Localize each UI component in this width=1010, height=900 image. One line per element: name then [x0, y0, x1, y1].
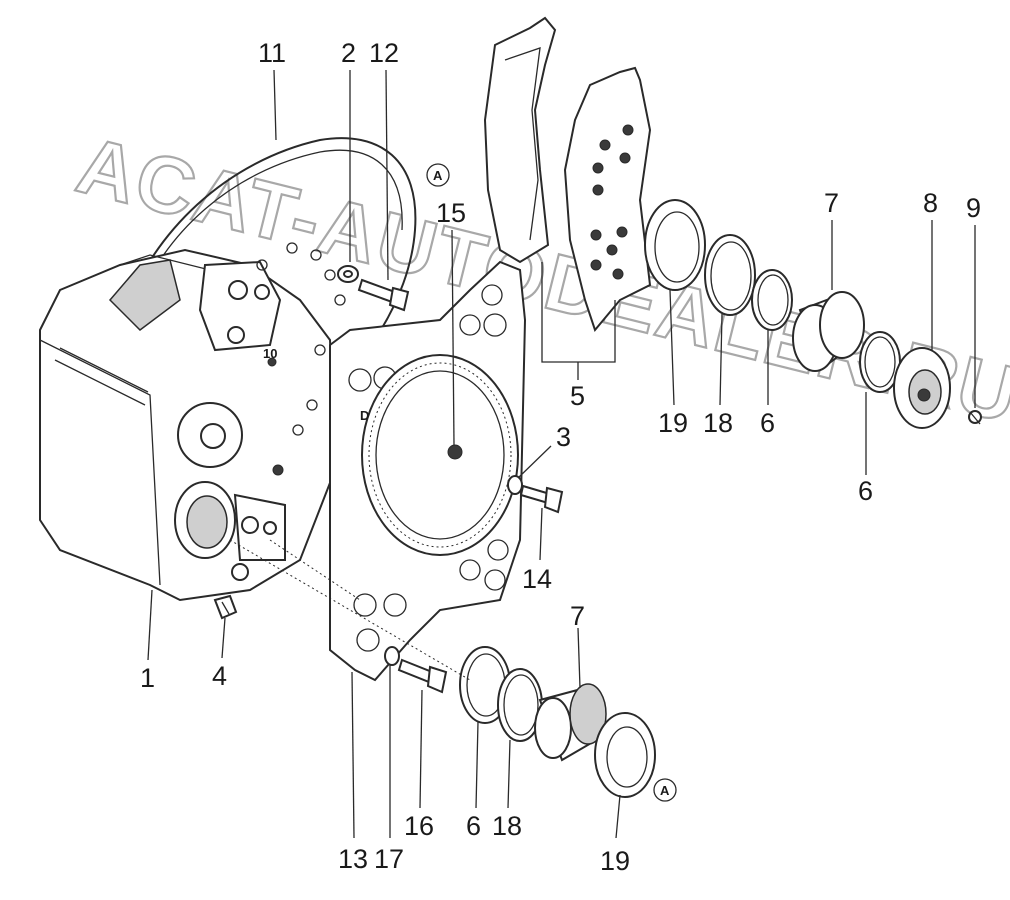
axis-line-lower: [229, 539, 471, 681]
callout-8: 8: [923, 188, 938, 218]
callout-12: 12: [369, 38, 399, 68]
callout-3: 3: [556, 422, 571, 452]
callout-6-upper-2: 6: [858, 476, 873, 506]
callout-10: 10: [263, 346, 277, 361]
callout-6-upper: 6: [760, 408, 775, 438]
svg-text:A: A: [433, 168, 443, 183]
callout-13: 13: [338, 844, 368, 874]
leader-lines: [147, 69, 976, 839]
cap-8: [893, 347, 951, 429]
callout-7-lower: 7: [570, 601, 585, 631]
callout-17: 17: [374, 844, 404, 874]
reference-mark-lower: A: [653, 778, 677, 802]
ring-6-upper-2: [859, 331, 901, 393]
brake-pad-5-left: [483, 16, 557, 264]
washer-2: [337, 265, 359, 283]
callout-9: 9: [966, 193, 981, 223]
callout-14: 14: [522, 564, 552, 594]
axis-line-lower-2: [269, 539, 361, 601]
callout-18-upper: 18: [703, 408, 733, 438]
bolt-14: [519, 484, 564, 514]
callout-16: 16: [404, 811, 434, 841]
seal-19-upper: [644, 199, 706, 291]
callout-19-lower: 19: [600, 846, 630, 876]
washer-3: [507, 475, 523, 495]
brake-pad-5-right: [563, 66, 652, 333]
reference-mark-upper: A: [426, 163, 450, 187]
callout-5: 5: [570, 381, 585, 411]
washer-17: [384, 646, 400, 666]
callout-15: 15: [436, 198, 466, 228]
callout-4: 4: [212, 661, 227, 691]
pin-9: [968, 410, 982, 425]
callout-1: 1: [140, 663, 155, 693]
svg-text:A: A: [660, 783, 670, 798]
bearing-7-upper: [792, 291, 865, 372]
plate-letter: D: [360, 408, 369, 423]
bolt-4: [213, 594, 238, 620]
callout-6-lower: 6: [466, 811, 481, 841]
callout-18-lower: 18: [492, 811, 522, 841]
callout-11: 11: [258, 38, 286, 68]
callout-2: 2: [341, 38, 356, 68]
callout-19-upper: 19: [658, 408, 688, 438]
gasket-plate-13: D: [329, 260, 527, 682]
bolt-16: [397, 658, 448, 694]
bearing-7-lower: [534, 683, 607, 762]
bolt-12: [357, 278, 410, 312]
shim-18-upper: [704, 234, 756, 316]
seal-19-lower: [594, 712, 656, 798]
housing-1: [39, 242, 346, 602]
ring-6-upper: [751, 269, 793, 331]
bolt-15: [447, 444, 463, 460]
callout-7-upper: 7: [824, 188, 839, 218]
